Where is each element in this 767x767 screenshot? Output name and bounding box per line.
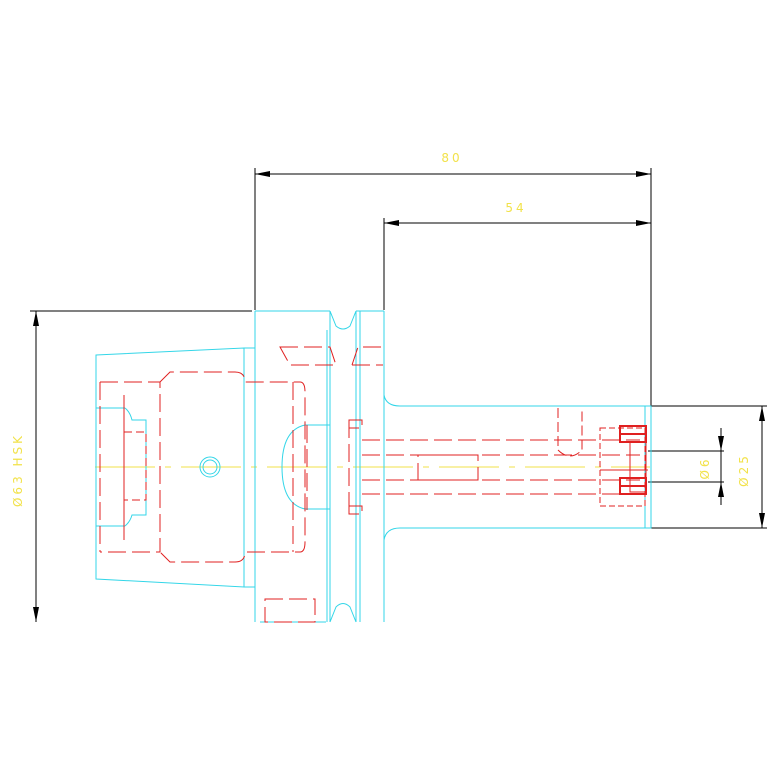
part-outline [95,310,652,623]
dimension-lines [30,168,767,622]
dim-overall-length: 80 [441,151,462,165]
dim-flange-diameter: Ø63 HSK [11,433,25,507]
dim-tip-diameter: Ø25 [737,453,751,487]
tip-insert [600,425,648,495]
dim-shank-length: 54 [505,201,526,215]
hidden-lines [99,346,646,623]
dim-bore-diameter: Ø6 [698,456,712,479]
